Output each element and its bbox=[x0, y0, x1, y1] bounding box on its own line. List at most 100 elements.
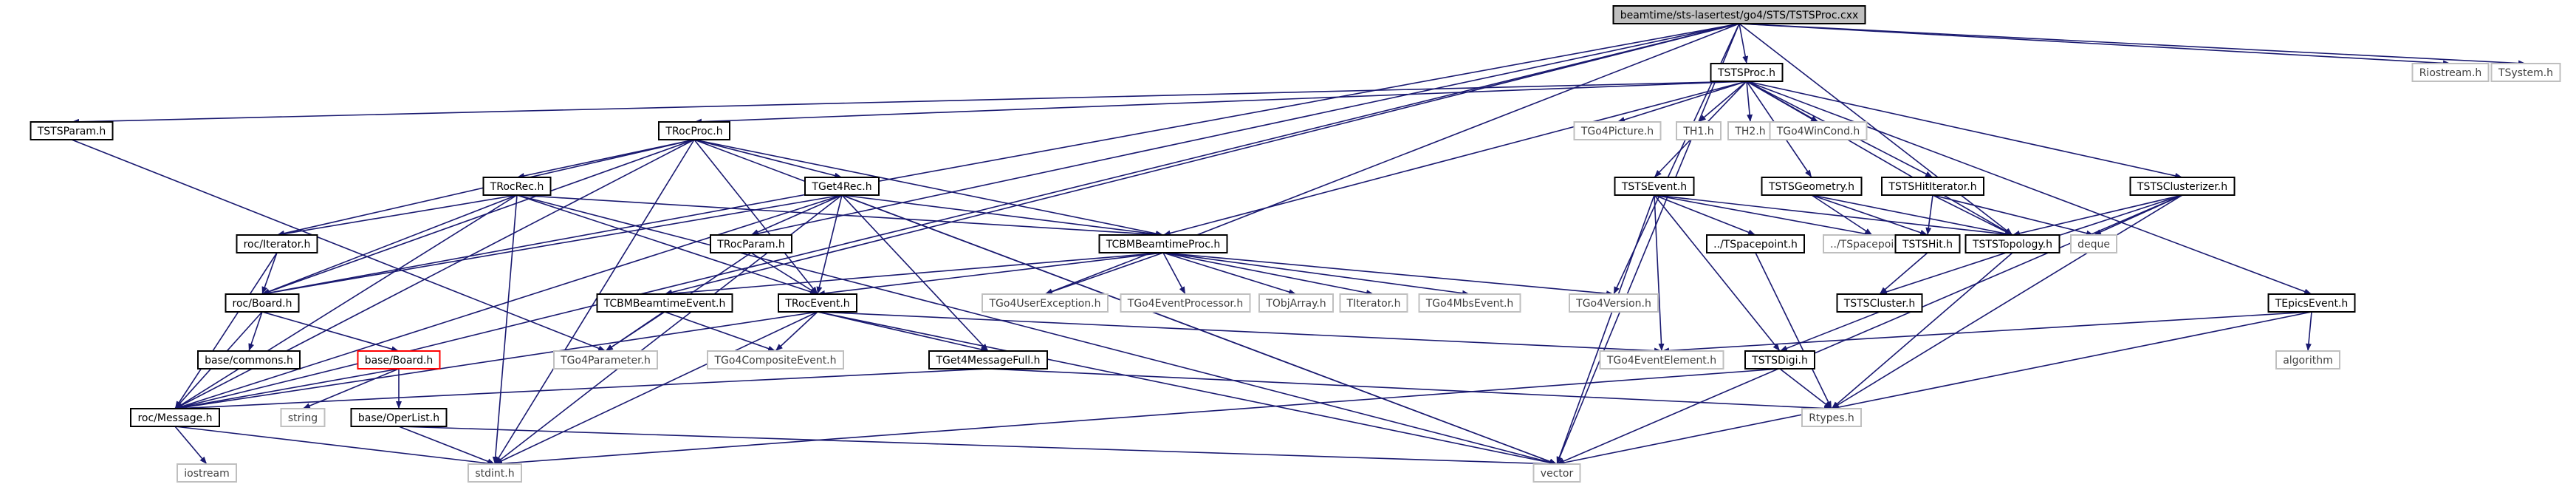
node-box bbox=[1532, 463, 1581, 483]
node-box bbox=[2267, 293, 2356, 313]
node-base-commons[interactable]: base/commons.h bbox=[197, 350, 301, 369]
edge-tspacepoint-a-to-rtypes bbox=[1755, 252, 1832, 409]
edge-tepicsevent-to-algorithm bbox=[2305, 311, 2312, 352]
node-label: TGet4MessageFull.h bbox=[935, 355, 1040, 367]
edge-base-board-to-roc-message bbox=[174, 368, 400, 411]
node-tgo4eventelem: TGo4EventElement.h bbox=[1599, 350, 1724, 369]
node-label: TGo4CompositeEvent.h bbox=[713, 355, 836, 367]
node-box bbox=[804, 177, 880, 196]
node-box bbox=[1881, 177, 1984, 196]
edge-troc-event-to-roc-message bbox=[174, 311, 818, 411]
node-string: string bbox=[280, 408, 326, 427]
node-box bbox=[1801, 408, 1862, 427]
node-label: TGo4EventProcessor.h bbox=[1127, 298, 1243, 310]
node-label: TSTSCluster.h bbox=[1843, 298, 1916, 310]
node-troc-param[interactable]: TRocParam.h bbox=[710, 234, 792, 253]
node-tcbm-proc[interactable]: TCBMBeamtimeProc.h bbox=[1098, 234, 1228, 253]
edge-tstsproc-h-to-tepicsevent bbox=[1746, 81, 2312, 295]
node-tstsclusterizer[interactable]: TSTSClusterizer.h bbox=[2129, 177, 2236, 196]
edge-root-to-troc-param bbox=[750, 23, 1740, 236]
node-label: TGo4UserException.h bbox=[988, 298, 1100, 310]
node-box bbox=[1894, 234, 1961, 253]
edge-troc-event-to-stdint bbox=[494, 311, 818, 465]
edge-tstshititerator-to-deque bbox=[1932, 194, 2094, 236]
node-root[interactable]: beamtime/sts-lasertest/go4/STS/TSTSProc.… bbox=[1612, 5, 1866, 24]
node-stdint: stdint.h bbox=[467, 463, 522, 483]
node-roc-iterator[interactable]: roc/Iterator.h bbox=[236, 234, 318, 253]
node-tgo4wincond: TGo4WinCond.h bbox=[1769, 121, 1868, 140]
edge-tget4msgfull-to-rtypes bbox=[987, 368, 1832, 412]
edge-trocproc-to-troc-event bbox=[693, 139, 818, 295]
edge-tstscluster-to-tstsdigi bbox=[1779, 311, 1880, 352]
edge-tget4rec-to-roc-board bbox=[261, 194, 843, 296]
node-tstsproc-h[interactable]: TSTSProc.h bbox=[1710, 63, 1784, 82]
edge-tstsclusterizer-to-rtypes bbox=[1831, 194, 2183, 409]
node-tstsgeometry[interactable]: TSTSGeometry.h bbox=[1761, 177, 1863, 196]
node-label: base/commons.h bbox=[205, 355, 293, 367]
node-label: TRocProc.h bbox=[665, 126, 722, 137]
node-roc-message[interactable]: roc/Message.h bbox=[130, 408, 220, 427]
node-box bbox=[1744, 350, 1815, 369]
node-box bbox=[1676, 121, 1722, 140]
node-box bbox=[1258, 293, 1334, 313]
node-tstshit[interactable]: TSTSHit.h bbox=[1894, 234, 1961, 253]
node-tstscluster[interactable]: TSTSCluster.h bbox=[1836, 293, 1923, 313]
node-tsystem: TSystem.h bbox=[2490, 63, 2561, 82]
node-label: TSTSEvent.h bbox=[1621, 181, 1687, 193]
node-tstshititerator[interactable]: TSTSHitIterator.h bbox=[1881, 177, 1984, 196]
node-base-operlist[interactable]: base/OperList.h bbox=[350, 408, 448, 427]
node-tspacepoint-a[interactable]: ../TSpacepoint.h bbox=[1706, 234, 1805, 253]
edge-tget4rec-to-troc-event bbox=[816, 194, 843, 295]
node-iostream: iostream bbox=[177, 463, 237, 483]
node-label: TSTSHit.h bbox=[1902, 239, 1953, 251]
node-label: TRocRec.h bbox=[490, 181, 544, 193]
node-tcbm-event[interactable]: TCBMBeamtimeEvent.h bbox=[596, 293, 733, 313]
edge-tststopology-to-rtypes bbox=[1831, 252, 2013, 409]
node-box bbox=[982, 293, 1109, 313]
edge-roc-iterator-to-roc-board bbox=[261, 252, 278, 295]
edge-tget4rec-to-roc-message bbox=[174, 194, 843, 409]
node-box bbox=[553, 350, 658, 369]
edge-tstsclusterizer-to-tststopology bbox=[2012, 194, 2183, 236]
node-box bbox=[225, 293, 300, 313]
node-box bbox=[2275, 350, 2340, 369]
node-tget4msgfull[interactable]: TGet4MessageFull.h bbox=[928, 350, 1048, 369]
node-tststopology[interactable]: TSTSTopology.h bbox=[1964, 234, 2061, 253]
node-tgo4parameter: TGo4Parameter.h bbox=[553, 350, 658, 369]
node-box bbox=[1769, 121, 1868, 140]
edge-tstsevent-to-tspacepoint-a bbox=[1654, 194, 1756, 236]
node-trocproc[interactable]: TRocProc.h bbox=[658, 121, 730, 140]
node-box bbox=[1710, 63, 1784, 82]
node-label: TH2.h bbox=[1734, 126, 1765, 137]
node-troc-event[interactable]: TRocEvent.h bbox=[778, 293, 857, 313]
node-label: TGet4Rec.h bbox=[811, 181, 871, 193]
node-tstsdigi[interactable]: TSTSDigi.h bbox=[1744, 350, 1815, 369]
node-tstsparam[interactable]: TSTSParam.h bbox=[30, 121, 114, 140]
node-roc-board[interactable]: roc/Board.h bbox=[225, 293, 300, 313]
node-box bbox=[658, 121, 730, 140]
edge-trocproc-to-tcbm-proc bbox=[693, 139, 1164, 236]
edge-base-board-to-string bbox=[302, 368, 400, 409]
edge-tcbm-proc-to-tgo4eventproc bbox=[1162, 252, 1186, 295]
node-tobjarray: TObjArray.h bbox=[1258, 293, 1334, 313]
edge-tget4msgfull-to-roc-message bbox=[174, 368, 989, 412]
node-label: base/OperList.h bbox=[358, 412, 439, 424]
node-base-board[interactable]: base/Board.h bbox=[357, 350, 441, 369]
node-box bbox=[2129, 177, 2236, 196]
node-tstsevent[interactable]: TSTSEvent.h bbox=[1614, 177, 1695, 196]
edge-tstsevent-to-tspacepoint-b bbox=[1654, 194, 1873, 237]
node-tget4rec[interactable]: TGet4Rec.h bbox=[804, 177, 880, 196]
node-label: beamtime/sts-lasertest/go4/STS/TSTSProc.… bbox=[1620, 10, 1859, 21]
edge-root-to-tstsproc-h bbox=[1739, 23, 1749, 64]
node-troc-rec[interactable]: TRocRec.h bbox=[482, 177, 552, 196]
node-label: TGo4EventElement.h bbox=[1606, 355, 1716, 367]
node-tgo4composite: TGo4CompositeEvent.h bbox=[707, 350, 844, 369]
node-tepicsevent[interactable]: TEpicsEvent.h bbox=[2267, 293, 2356, 313]
node-box bbox=[236, 234, 318, 253]
node-label: algorithm bbox=[2283, 355, 2333, 367]
edge-root-to-tststopology bbox=[1739, 23, 2013, 236]
node-label: TGo4MbsEvent.h bbox=[1425, 298, 1514, 310]
edge-tstsgeometry-to-tstshit bbox=[1811, 194, 1928, 236]
node-riostream: Riostream.h bbox=[2411, 63, 2490, 82]
node-box bbox=[1964, 234, 2061, 253]
